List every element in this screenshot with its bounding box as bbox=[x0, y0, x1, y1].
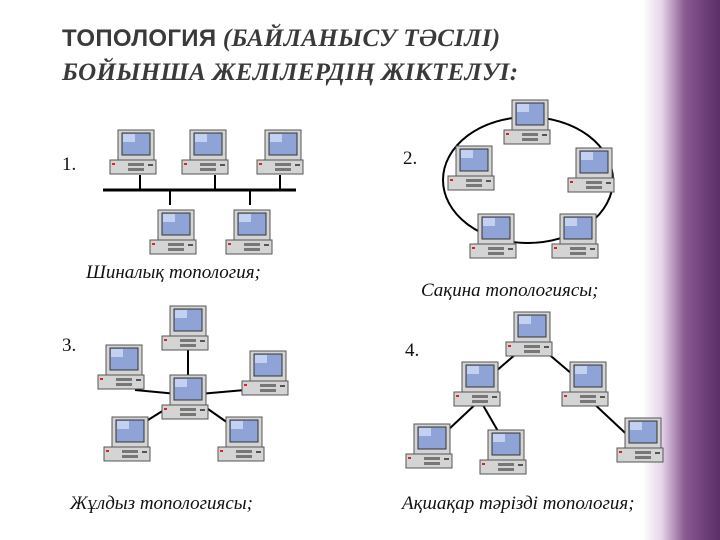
bus-computer-3 bbox=[256, 129, 304, 175]
snowflake-computer-left bbox=[453, 361, 501, 407]
ring-topology bbox=[442, 99, 615, 259]
ring-computer-5 bbox=[551, 213, 599, 259]
caption-bus: Шиналық топология; bbox=[86, 262, 261, 283]
snowflake-computer-leaf-2 bbox=[479, 429, 527, 475]
snowflake-computer-leaf-3 bbox=[616, 417, 664, 463]
snowflake-topology bbox=[405, 311, 664, 475]
diagram-1-number: 1. bbox=[62, 154, 77, 175]
star-computer-bottom-left bbox=[103, 416, 151, 462]
star-topology bbox=[97, 305, 289, 462]
bus-computer-2 bbox=[181, 129, 229, 175]
star-computer-right bbox=[241, 350, 289, 396]
title-caps: ТОПОЛОГИЯ bbox=[62, 25, 217, 52]
ring-computer-4 bbox=[469, 213, 517, 259]
snowflake-computer-root bbox=[505, 311, 553, 357]
diagram-4-number: 4. bbox=[405, 340, 420, 361]
diagram-3-number: 3. bbox=[62, 335, 77, 356]
star-computer-bottom-right bbox=[217, 416, 265, 462]
bus-topology bbox=[103, 129, 304, 255]
ring-computer-1 bbox=[503, 99, 551, 145]
star-computer-center bbox=[161, 374, 209, 420]
bus-computer-1 bbox=[109, 129, 157, 175]
snowflake-computer-right bbox=[561, 361, 609, 407]
bus-computer-5 bbox=[225, 209, 273, 255]
star-computer-left bbox=[97, 344, 145, 390]
caption-star: Жұлдыз топологиясы; bbox=[70, 493, 253, 514]
caption-snowflake: Ақшақар тәрізді топология; bbox=[402, 493, 635, 514]
star-computer-top bbox=[161, 305, 209, 351]
snowflake-computer-leaf-1 bbox=[405, 423, 453, 469]
ring-computer-2 bbox=[447, 145, 495, 191]
diagram-2-number: 2. bbox=[403, 148, 418, 169]
bus-computer-4 bbox=[149, 209, 197, 255]
title-rest: (БАЙЛАНЫСУ ТӘСІЛІ) bbox=[216, 25, 501, 52]
title-line-2: БОЙЫНША ЖЕЛІЛЕРДІҢ ЖІКТЕЛУІ: bbox=[62, 59, 519, 86]
caption-ring: Сақина топологиясы; bbox=[421, 280, 599, 301]
slide-title: ТОПОЛОГИЯ (БАЙЛАНЫСУ ТӘСІЛІ) БОЙЫНША ЖЕЛ… bbox=[62, 22, 662, 90]
ring-computer-3 bbox=[567, 147, 615, 193]
